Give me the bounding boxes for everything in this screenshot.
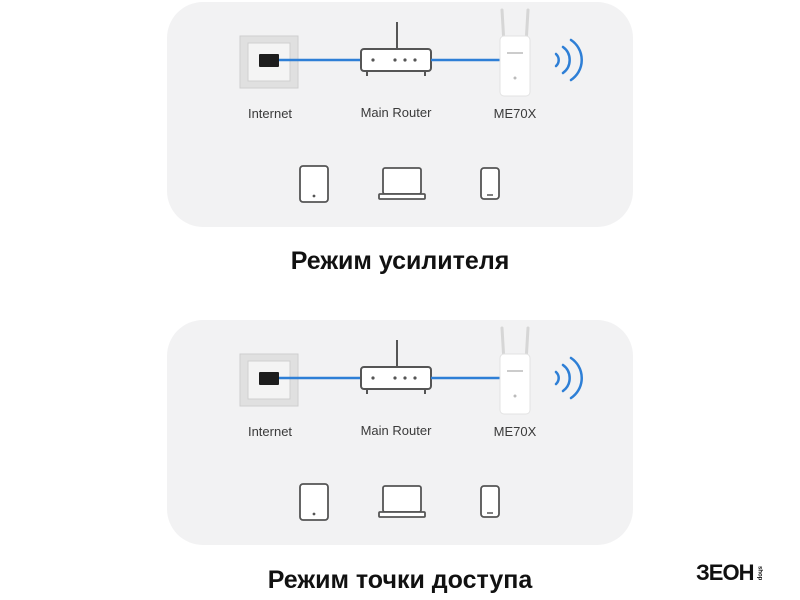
extender-device-icon [499, 326, 531, 415]
diagram-panel-extender-mode: Internet Main Router ME70X [167, 2, 633, 227]
router-icon [360, 22, 432, 76]
wall-socket-icon [239, 353, 299, 407]
caption-extender-mode: Режим усилителя [290, 247, 510, 275]
network-diagram [239, 8, 583, 203]
node-label-extender: ME70X [493, 106, 537, 121]
network-diagram [239, 326, 583, 521]
wifi-signal-icon [554, 356, 583, 400]
wifi-signal-icon [554, 38, 583, 82]
logo-text: ЗЕОН [696, 560, 754, 585]
wall-socket-icon [239, 35, 299, 89]
node-label-router: Main Router [360, 423, 432, 438]
logo-subtext: shop [756, 565, 763, 581]
laptop-icon [378, 167, 426, 200]
node-label-router: Main Router [360, 105, 432, 120]
phone-icon [480, 167, 500, 200]
laptop-icon [378, 485, 426, 518]
phone-icon [480, 485, 500, 518]
node-label-internet: Internet [247, 424, 293, 439]
tablet-icon [299, 165, 329, 203]
caption-access-point-mode: Режим точки доступа [267, 566, 533, 594]
brand-logo: ЗЕОН shop [696, 562, 762, 584]
node-label-extender: ME70X [493, 424, 537, 439]
extender-device-icon [499, 8, 531, 97]
node-label-internet: Internet [247, 106, 293, 121]
tablet-icon [299, 483, 329, 521]
router-icon [360, 340, 432, 394]
diagram-panel-access-point-mode: Internet Main Router ME70X [167, 320, 633, 545]
